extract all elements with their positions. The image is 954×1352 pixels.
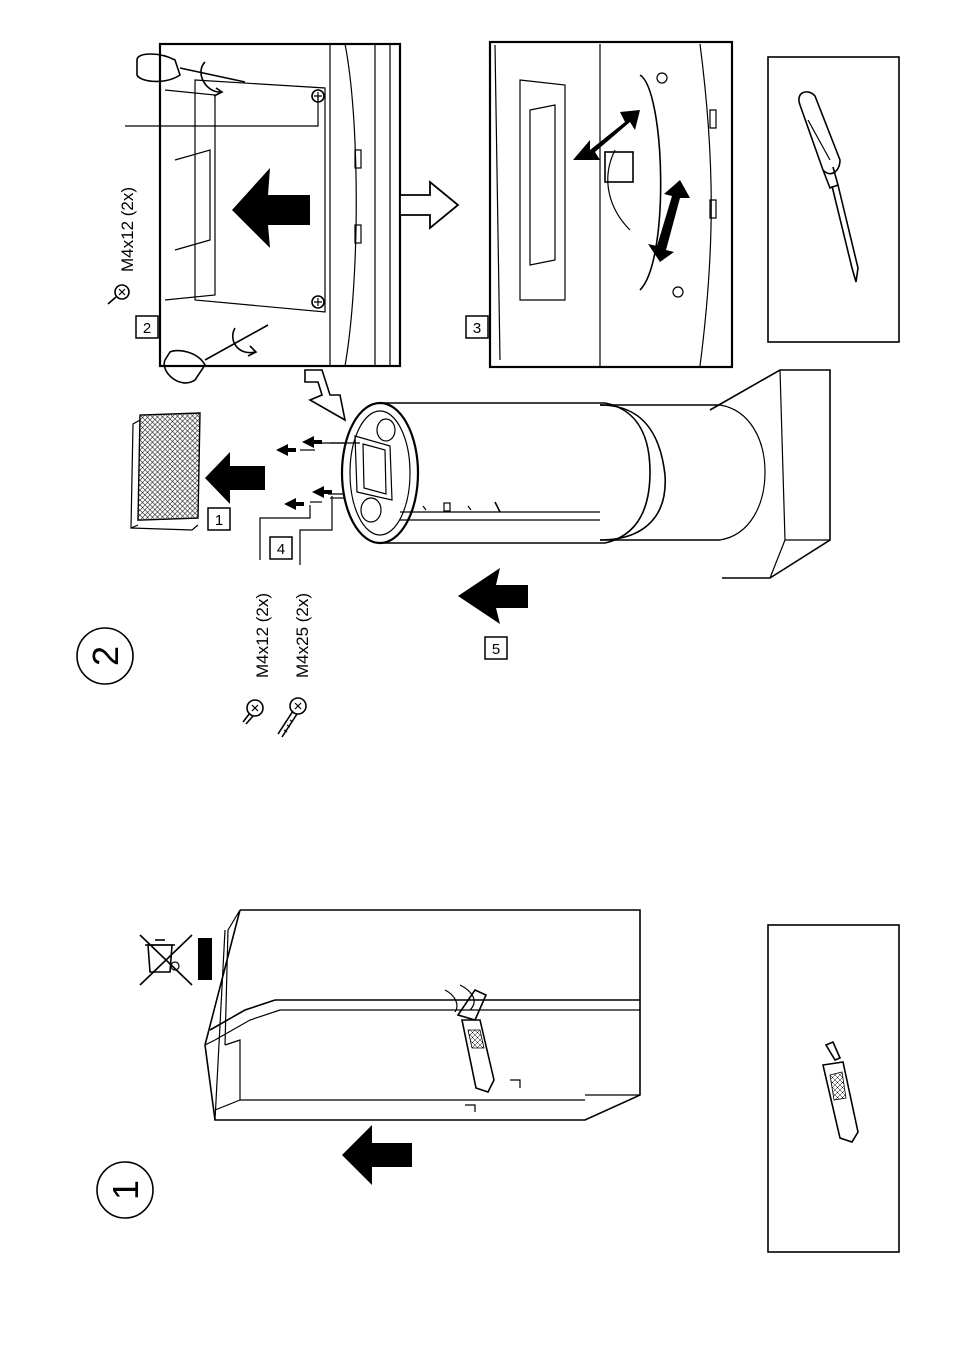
unpack-arrow-icon: [342, 1125, 412, 1185]
connector-arrow-2-3: [400, 182, 458, 228]
screw-top-icon: [108, 285, 129, 304]
screwdriver-top-icon: [137, 54, 245, 96]
cutter-on-box-icon: [458, 990, 494, 1092]
substep-4-label: 4: [277, 541, 285, 558]
crossed-bin-icon: [140, 935, 212, 985]
lift-off-arrow-icon: [458, 568, 528, 624]
substep-3-label: 3: [473, 320, 481, 337]
tool-box-knife: [768, 925, 899, 1252]
connector-arrow-2-hood: [305, 370, 345, 420]
step-1-number: 1: [105, 1180, 146, 1200]
screw-m4x12-icon: [243, 700, 263, 724]
callout-b-line: [300, 496, 332, 565]
screw-removal-arrows: [276, 436, 345, 510]
screw-top-label: M4x12 (2x): [118, 187, 137, 272]
screw-a-label: M4x12 (2x): [253, 593, 272, 678]
remove-arrow-icon: [232, 168, 310, 248]
step-2-badge: 2: [77, 628, 133, 684]
disconnect-arrows-icon: [573, 110, 690, 262]
panel-3: 3: [466, 42, 732, 367]
filter-arrow-icon: [205, 452, 265, 504]
screwdriver-icon: [799, 92, 858, 282]
substep-5-label: 5: [492, 641, 500, 658]
utility-knife-icon: [823, 1042, 858, 1142]
screwdriver-bottom-icon: [164, 325, 268, 383]
cylinder-hood: [330, 370, 830, 578]
step-1-badge: 1: [97, 1162, 153, 1218]
screw-b-label: M4x25 (2x): [293, 593, 312, 678]
substep-2-label: 2: [143, 320, 151, 337]
step-2-number: 2: [85, 646, 126, 666]
grease-filter: [131, 413, 200, 530]
panel-2: 2: [136, 44, 400, 383]
packaging-box: [205, 910, 640, 1120]
tool-box-screwdriver: [768, 57, 899, 342]
screw-m4x25-icon: [278, 698, 306, 737]
substep-1-label: 1: [215, 512, 223, 529]
